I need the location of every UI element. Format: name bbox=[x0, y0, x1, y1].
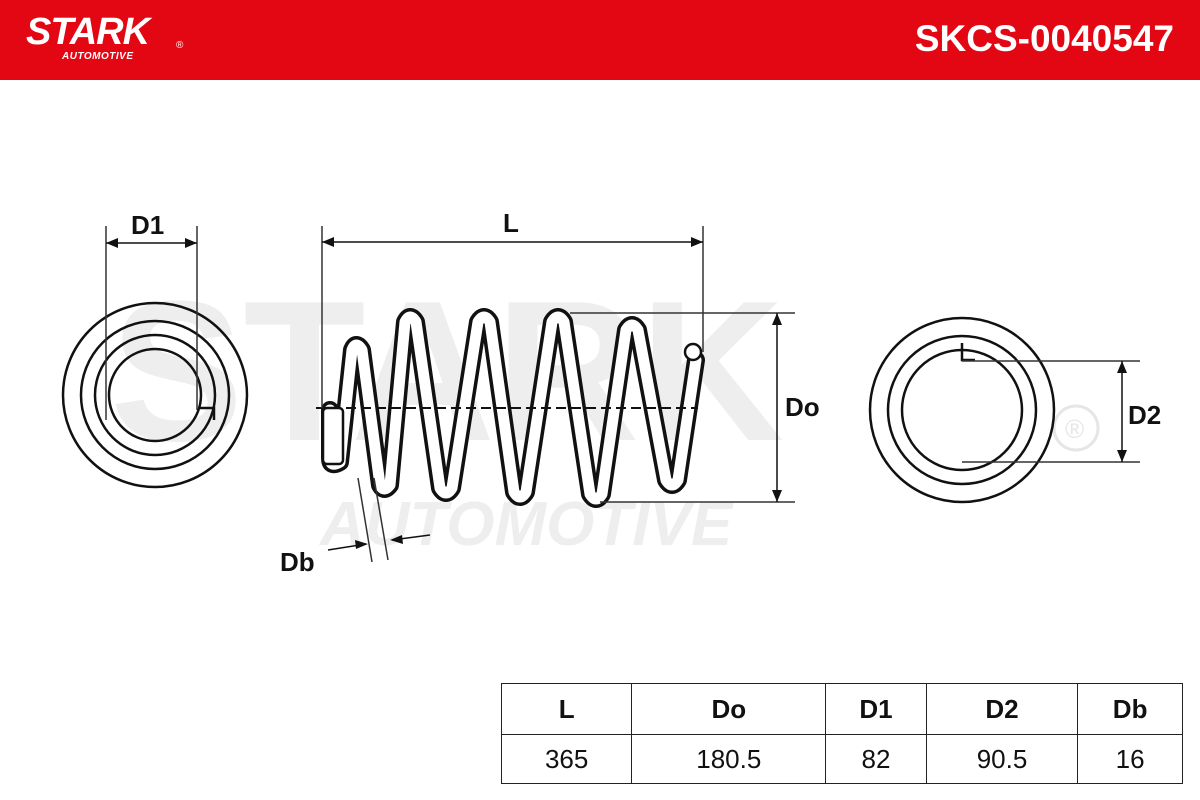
label-db: Db bbox=[280, 547, 315, 577]
spec-value-do: 180.5 bbox=[631, 734, 827, 784]
spec-header-l: L bbox=[500, 683, 633, 735]
spec-value-db: 16 bbox=[1077, 734, 1183, 784]
spec-table: L Do D1 D2 Db 365 180.5 82 90.5 16 bbox=[500, 683, 1183, 784]
spec-value-d2: 90.5 bbox=[925, 734, 1079, 784]
svg-text:®: ® bbox=[1065, 414, 1084, 444]
spec-header-d1: D1 bbox=[825, 683, 927, 735]
logo-registered-mark: ® bbox=[176, 40, 184, 51]
watermark-brand: STARK bbox=[110, 260, 784, 483]
label-d1: D1 bbox=[131, 210, 164, 240]
stark-logo: STARK ® AUTOMOTIVE bbox=[26, 11, 183, 62]
header-bar: STARK ® AUTOMOTIVE SKCS-0040547 bbox=[0, 0, 1200, 80]
dimension-db bbox=[327, 477, 431, 563]
spec-header-db: Db bbox=[1077, 683, 1183, 735]
logo-brand: STARK bbox=[26, 11, 150, 53]
spec-header-d2: D2 bbox=[925, 683, 1079, 735]
dimension-d2 bbox=[962, 360, 1140, 463]
spring-side-view bbox=[321, 308, 705, 508]
spring-end-view-left bbox=[61, 301, 249, 489]
dimension-d1 bbox=[105, 226, 198, 420]
watermark-registered-icon: ® bbox=[1052, 404, 1100, 452]
logo-subtitle: AUTOMOTIVE bbox=[62, 51, 134, 62]
dimension-l bbox=[321, 226, 704, 408]
label-l: L bbox=[503, 208, 519, 238]
spec-value-l: 365 bbox=[500, 734, 633, 784]
part-number: SKCS-0040547 bbox=[914, 18, 1174, 59]
spec-value-row: 365 180.5 82 90.5 16 bbox=[500, 734, 1183, 784]
spec-header-row: L Do D1 D2 Db bbox=[500, 683, 1183, 735]
spring-end-view-right bbox=[868, 316, 1056, 504]
label-d2: D2 bbox=[1128, 400, 1161, 430]
spring-diagram: STARK AUTOMOTIVE ® D1 L bbox=[61, 208, 1161, 577]
label-do: Do bbox=[785, 392, 820, 422]
spec-header-do: Do bbox=[631, 683, 827, 735]
spec-value-d1: 82 bbox=[825, 734, 927, 784]
dimension-do bbox=[570, 312, 795, 503]
